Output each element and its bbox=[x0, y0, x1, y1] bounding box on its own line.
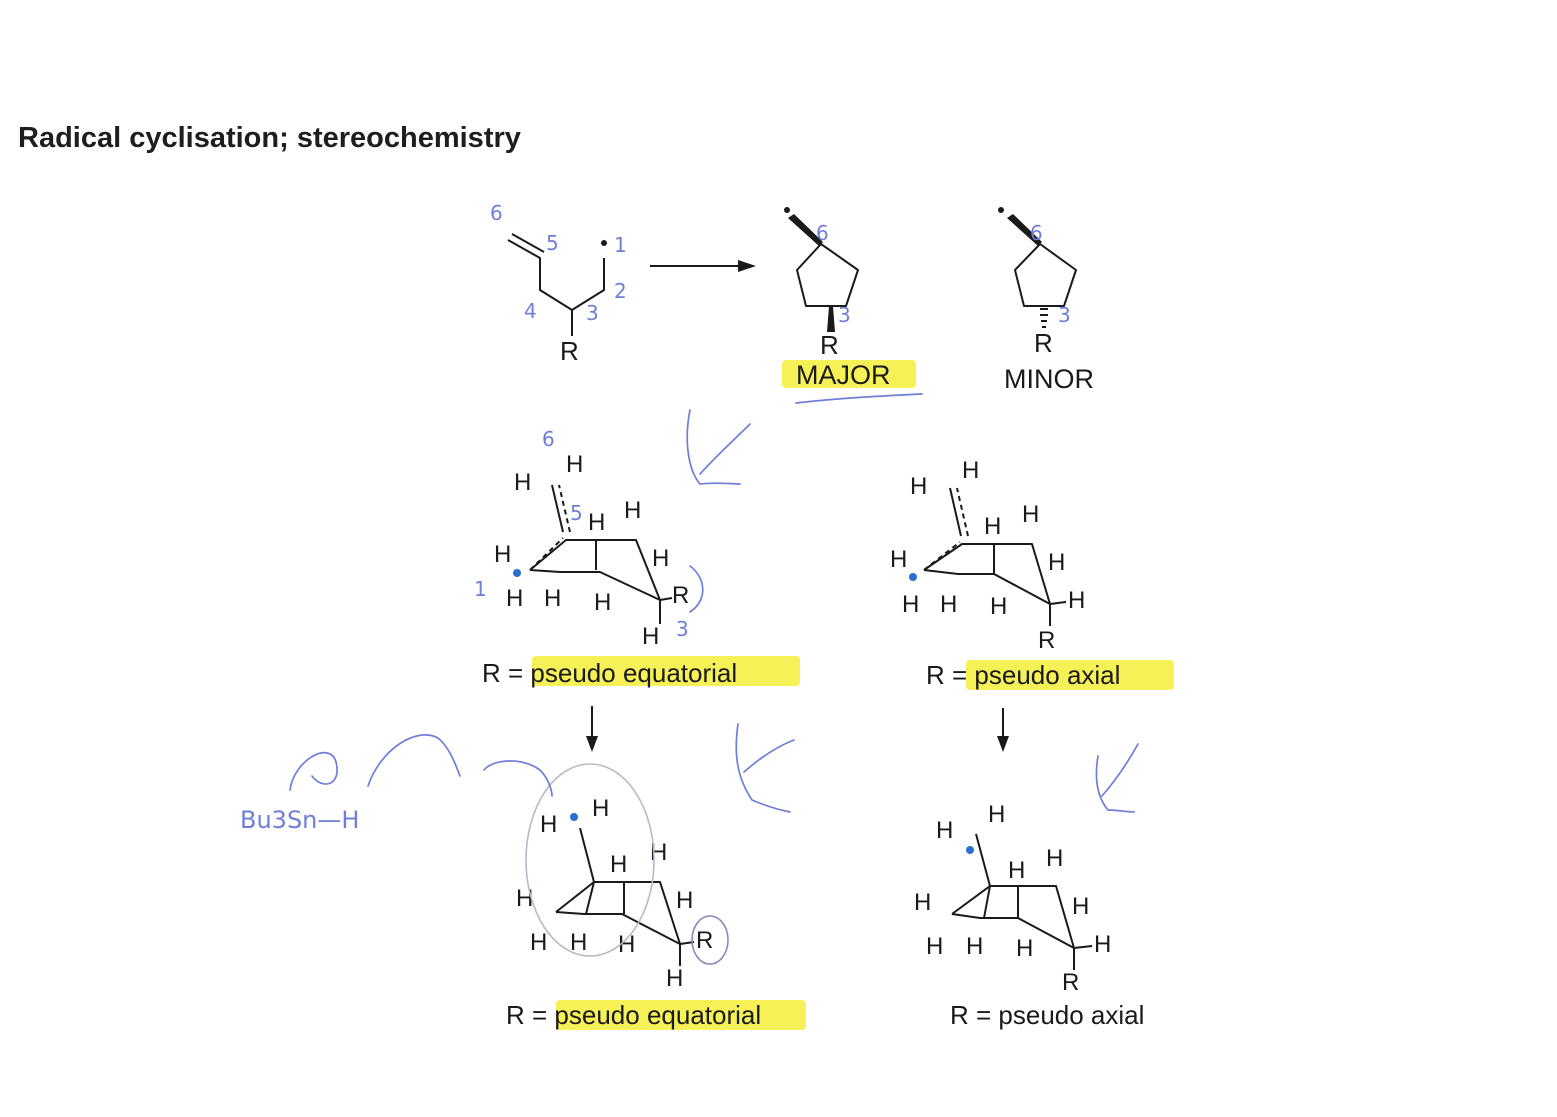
svg-text:H: H bbox=[624, 497, 641, 524]
svg-text:6: 6 bbox=[816, 221, 829, 245]
svg-text:H: H bbox=[666, 965, 683, 992]
svg-text:H: H bbox=[514, 469, 531, 496]
svg-text:H: H bbox=[988, 801, 1005, 828]
svg-text:5: 5 bbox=[570, 501, 583, 525]
svg-text:2: 2 bbox=[614, 279, 627, 303]
down-arrow-left bbox=[586, 706, 598, 752]
svg-text:3: 3 bbox=[1058, 303, 1071, 327]
prod-eq-r: R bbox=[696, 927, 713, 954]
prod-ax-r: R bbox=[1062, 969, 1079, 996]
svg-text:H: H bbox=[530, 929, 547, 956]
svg-text:4: 4 bbox=[524, 299, 537, 323]
reaction-arrow bbox=[650, 260, 756, 272]
svg-text:H: H bbox=[890, 546, 907, 573]
handwritten-annotations: 6 5 1 2 4 3 6 3 6 3 6 5 1 3 Bu3Sn—H bbox=[240, 201, 1139, 834]
svg-text:H: H bbox=[962, 457, 979, 484]
ts-equatorial: H H H H H H H H H H R R = pseudo equator… bbox=[482, 451, 800, 688]
svg-text:H: H bbox=[902, 591, 919, 618]
svg-text:H: H bbox=[610, 851, 627, 878]
svg-text:3: 3 bbox=[676, 617, 689, 641]
down-arrow-right bbox=[997, 708, 1009, 752]
radical-dot bbox=[966, 846, 974, 854]
svg-text:H: H bbox=[676, 887, 693, 914]
svg-text:6: 6 bbox=[1030, 221, 1043, 245]
ts-ax-label: R = pseudo axial bbox=[926, 660, 1120, 690]
svg-text:3: 3 bbox=[586, 301, 599, 325]
svg-text:H: H bbox=[540, 811, 557, 838]
major-highlight bbox=[782, 360, 916, 388]
ts-eq-label: R = pseudo equatorial bbox=[482, 658, 737, 688]
major-product: R MAJOR bbox=[782, 207, 923, 404]
svg-text:H: H bbox=[914, 889, 931, 916]
minor-substituent-r: R bbox=[1034, 328, 1053, 358]
svg-text:H: H bbox=[1046, 845, 1063, 872]
svg-text:H: H bbox=[1022, 501, 1039, 528]
ts-ax-highlight bbox=[966, 660, 1174, 690]
svg-text:H: H bbox=[594, 589, 611, 616]
svg-text:1: 1 bbox=[614, 233, 627, 257]
svg-text:H: H bbox=[618, 931, 635, 958]
svg-text:H: H bbox=[1072, 893, 1089, 920]
svg-text:H: H bbox=[592, 795, 609, 822]
svg-text:H: H bbox=[1016, 935, 1033, 962]
svg-text:H: H bbox=[494, 541, 511, 568]
starting-material: R bbox=[507, 233, 607, 366]
svg-text:H: H bbox=[1048, 549, 1065, 576]
svg-text:H: H bbox=[940, 591, 957, 618]
svg-text:H: H bbox=[652, 545, 669, 572]
svg-text:H: H bbox=[642, 623, 659, 650]
svg-text:H: H bbox=[966, 933, 983, 960]
ts-ax-r: R bbox=[1038, 627, 1055, 654]
radical-dot bbox=[570, 813, 578, 821]
svg-text:1: 1 bbox=[474, 577, 487, 601]
svg-text:H: H bbox=[936, 817, 953, 844]
svg-text:H: H bbox=[1068, 587, 1085, 614]
product-chair-axial: H H H H H H H H H H R R = pseudo axial bbox=[914, 801, 1144, 1030]
svg-text:H: H bbox=[990, 593, 1007, 620]
product-chair-equatorial: H H H H H H H H H H R R = pseudo equator… bbox=[506, 763, 806, 1030]
prod-ax-label: R = pseudo axial bbox=[950, 1000, 1144, 1030]
substituent-r: R bbox=[560, 336, 579, 366]
ts-axial: H H H H H H H H H H R R = pseudo axial bbox=[890, 457, 1174, 690]
ts-eq-highlight bbox=[532, 656, 800, 686]
radical-dot bbox=[601, 240, 607, 246]
major-substituent-r: R bbox=[820, 330, 839, 360]
reagent-note: Bu3Sn—H bbox=[240, 806, 359, 834]
minor-product: R MINOR bbox=[998, 207, 1094, 394]
prod-eq-label: R = pseudo equatorial bbox=[506, 1000, 761, 1030]
svg-text:H: H bbox=[910, 473, 927, 500]
svg-text:H: H bbox=[566, 451, 583, 478]
svg-text:6: 6 bbox=[542, 427, 555, 451]
radical-dot bbox=[513, 569, 521, 577]
svg-text:5: 5 bbox=[546, 231, 559, 255]
page-title: Radical cyclisation; stereochemistry bbox=[18, 122, 521, 154]
svg-text:3: 3 bbox=[838, 303, 851, 327]
svg-text:H: H bbox=[570, 929, 587, 956]
prod-eq-highlight bbox=[556, 1000, 806, 1030]
svg-text:H: H bbox=[544, 585, 561, 612]
svg-text:H: H bbox=[506, 585, 523, 612]
svg-text:H: H bbox=[1094, 931, 1111, 958]
minor-label: MINOR bbox=[1004, 364, 1094, 394]
svg-text:6: 6 bbox=[490, 201, 503, 225]
svg-text:H: H bbox=[1008, 857, 1025, 884]
ts-eq-r: R bbox=[672, 582, 689, 609]
svg-text:H: H bbox=[984, 513, 1001, 540]
major-label: MAJOR bbox=[796, 360, 891, 390]
svg-text:H: H bbox=[588, 509, 605, 536]
radical-dot bbox=[909, 573, 917, 581]
svg-text:H: H bbox=[926, 933, 943, 960]
